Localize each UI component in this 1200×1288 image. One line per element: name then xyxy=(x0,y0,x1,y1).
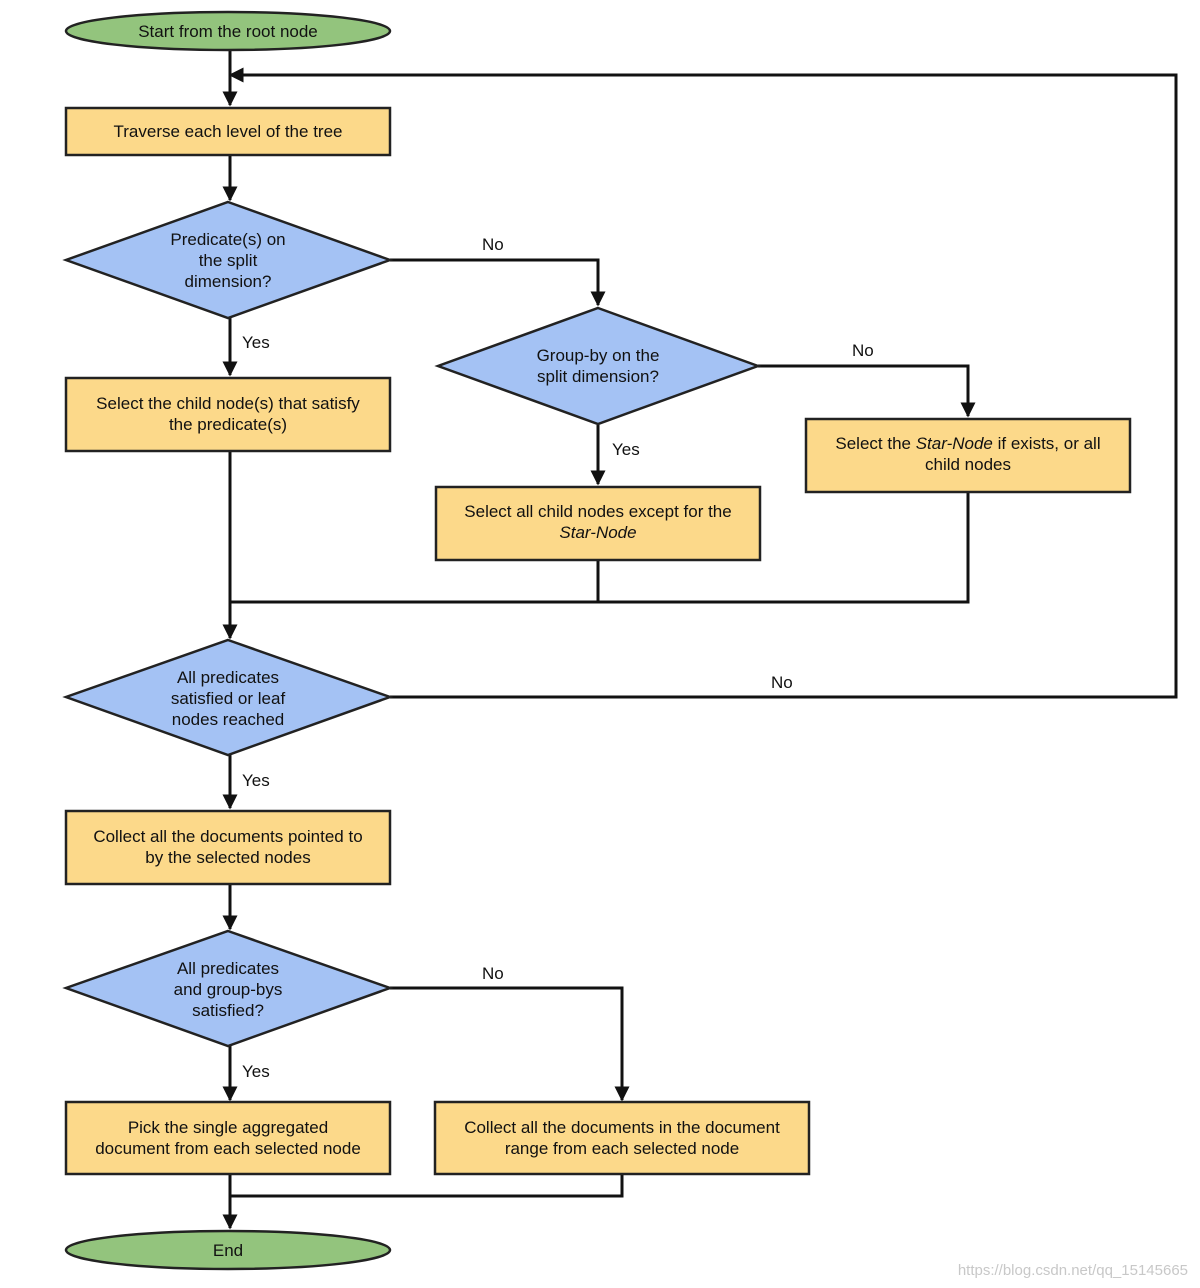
label-no-groupby: No xyxy=(852,341,874,360)
edges xyxy=(222,50,1178,1230)
end-text: End xyxy=(213,1241,243,1260)
groupby-text-2: split dimension? xyxy=(537,367,659,386)
predicate-decision xyxy=(62,200,394,320)
collect-range-box xyxy=(433,1100,811,1176)
all-groupby-decision xyxy=(62,929,394,1048)
all-pred-text-1: All predicates xyxy=(177,668,279,687)
all-pred-text-3: nodes reached xyxy=(172,710,284,729)
all-groupby-text-1: All predicates xyxy=(177,959,279,978)
select-child-text-1: Select the child node(s) that satisfy xyxy=(96,394,360,413)
select-star-box xyxy=(804,417,1132,494)
pick-single-text-1: Pick the single aggregated xyxy=(128,1118,328,1137)
edge-groupbys-no xyxy=(390,986,630,1102)
label-yes-allpred: Yes xyxy=(242,771,270,790)
label-yes-predicate: Yes xyxy=(242,333,270,352)
traverse-box xyxy=(64,106,392,157)
select-child-text-2: the predicate(s) xyxy=(169,415,287,434)
select-star-pre: Select the xyxy=(835,434,915,453)
predicate-text-2: the split xyxy=(199,251,258,270)
pick-single-box xyxy=(64,1100,392,1176)
label-no-groupbys: No xyxy=(482,964,504,983)
all-pred-decision xyxy=(62,638,394,757)
predicate-text-1: Predicate(s) on xyxy=(170,230,285,249)
groupby-decision xyxy=(434,306,762,426)
edge-groupby-no xyxy=(758,364,976,418)
select-star-text-1: Select the Star-Node if exists, or all xyxy=(835,434,1100,453)
collect-pointed-box xyxy=(64,809,392,886)
predicate-text-3: dimension? xyxy=(185,272,272,291)
edge-range-merge xyxy=(230,1174,624,1198)
collect-range-text-1: Collect all the documents in the documen… xyxy=(464,1118,780,1137)
pick-single-text-2: document from each selected node xyxy=(95,1139,361,1158)
edge-merge-line xyxy=(230,492,970,604)
select-star-text-2: child nodes xyxy=(925,455,1011,474)
start-text: Start from the root node xyxy=(138,22,318,41)
select-except-box xyxy=(434,485,762,562)
watermark: https://blog.csdn.net/qq_15145665 xyxy=(958,1262,1188,1279)
all-pred-text-2: satisfied or leaf xyxy=(171,689,286,708)
select-except-text-1: Select all child nodes except for the xyxy=(464,502,731,521)
start-terminal xyxy=(64,10,392,52)
edge-loop-no xyxy=(228,67,1178,699)
select-except-text-2: Star-Node xyxy=(559,523,636,542)
end-terminal xyxy=(64,1229,392,1271)
collect-pointed-text-1: Collect all the documents pointed to xyxy=(93,827,362,846)
label-no-allpred: No xyxy=(771,673,793,692)
all-groupby-text-2: and group-bys xyxy=(174,980,283,999)
traverse-text: Traverse each level of the tree xyxy=(114,122,343,141)
label-yes-groupbys: Yes xyxy=(242,1062,270,1081)
edge-predicate-no xyxy=(390,258,606,307)
all-groupby-text-3: satisfied? xyxy=(192,1001,264,1020)
groupby-text-1: Group-by on the xyxy=(537,346,660,365)
select-star-post: if exists, or all xyxy=(993,434,1101,453)
label-no-predicate: No xyxy=(482,235,504,254)
select-child-box xyxy=(64,376,392,453)
collect-pointed-text-2: by the selected nodes xyxy=(145,848,310,867)
select-star-em: Star-Node xyxy=(916,434,993,453)
label-yes-groupby: Yes xyxy=(612,440,640,459)
collect-range-text-2: range from each selected node xyxy=(505,1139,739,1158)
